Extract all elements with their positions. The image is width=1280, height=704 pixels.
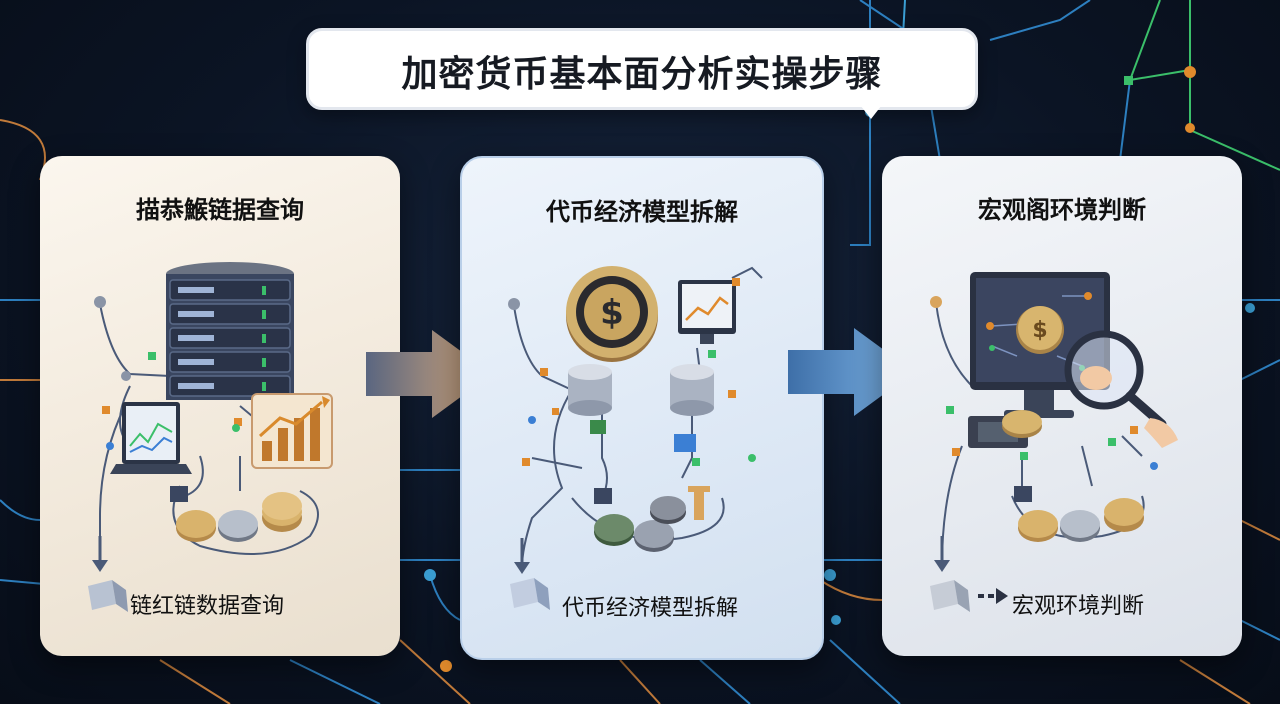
cube-icon xyxy=(930,580,970,612)
cube-icon xyxy=(88,580,128,612)
step-2-label: 代币经济模型拆解 xyxy=(562,596,739,621)
server-icon xyxy=(166,262,294,400)
dollar-coin-icon: $ xyxy=(566,266,658,362)
token-economics-illustration: $ xyxy=(508,266,763,610)
coin-icon xyxy=(176,492,302,542)
svg-text:$: $ xyxy=(1032,318,1047,343)
cube-icon xyxy=(510,578,550,610)
coin-icon xyxy=(594,496,686,552)
title-bubble: 加密货币基本面分析实操步骤 xyxy=(306,28,978,119)
dollar-coin-icon: $ xyxy=(1016,306,1064,354)
step-panel-macro: $ xyxy=(882,156,1242,656)
step-panel-onchain: 描恭鯸链据查询 链红链数据查询 xyxy=(40,156,400,656)
step-panel-token-economics: $ xyxy=(460,156,824,660)
flow-arrowhead-icon xyxy=(514,562,530,574)
monitor-chart-icon xyxy=(678,280,736,344)
server-stack-illustration xyxy=(88,262,333,612)
step-2-title: 代币经济模型拆解 xyxy=(546,198,738,226)
main-title: 加密货币基本面分析实操步骤 xyxy=(401,54,883,95)
dashed-arrow-icon xyxy=(978,588,1008,604)
flow-arrowhead-icon xyxy=(934,560,950,572)
svg-text:$: $ xyxy=(600,293,624,333)
macro-environment-illustration: $ xyxy=(930,272,1178,612)
magnifier-icon xyxy=(1064,330,1178,448)
step-3-title: 宏观阁环境判断 xyxy=(978,196,1146,224)
database-icon xyxy=(568,364,714,416)
node-block-icon xyxy=(170,486,188,502)
title-bubble-tail xyxy=(857,101,885,119)
step-3-label: 宏观环境判断 xyxy=(1012,594,1145,619)
flow-arrowhead-icon xyxy=(92,560,108,572)
step-1-title: 描恭鯸链据查询 xyxy=(136,196,304,224)
laptop-chart-icon xyxy=(110,402,192,474)
bar-chart-icon xyxy=(251,393,333,469)
step-1-label: 链红链数据查询 xyxy=(130,594,285,619)
coin-icon xyxy=(1002,410,1144,542)
